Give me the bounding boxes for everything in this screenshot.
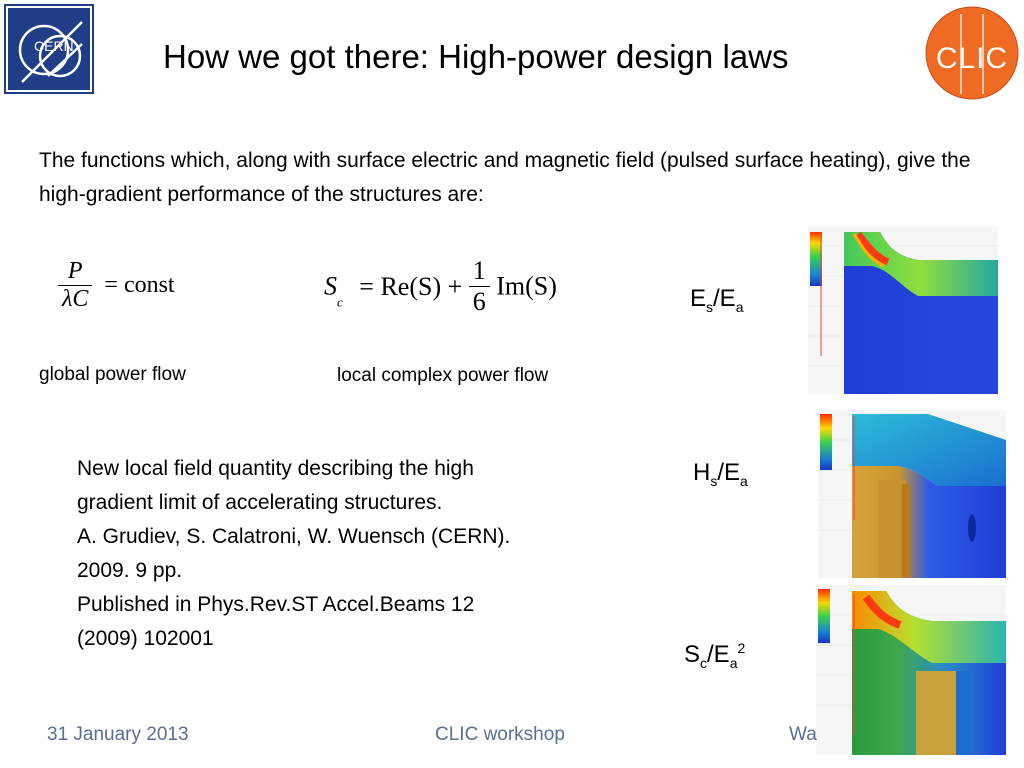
eq2-lhs-sub: c <box>337 294 343 310</box>
eq2-part2: Im(S) <box>496 271 557 301</box>
intro-text: The functions which, along with surface … <box>39 149 971 206</box>
ratio-text: /E <box>717 459 741 486</box>
ratio-text: /E <box>707 641 730 668</box>
simulation-image-es <box>808 226 998 394</box>
ratio-text: S <box>684 641 701 668</box>
ratio-hs-ea: Hs/Ea <box>693 459 748 489</box>
clic-logo-text: CLIC <box>936 42 1008 75</box>
ratio-text: E <box>690 285 707 312</box>
footer-event: CLIC workshop <box>435 724 565 745</box>
eq1-denominator: λC <box>58 285 93 313</box>
clic-logo-icon: CLIC <box>925 6 1019 100</box>
simulation-image-sc <box>816 585 1006 755</box>
reference-line: A. Grudiev, S. Calatroni, W. Wuensch (CE… <box>77 525 511 548</box>
ratio-sub: c <box>700 654 708 671</box>
cern-logo-text: CERN <box>34 38 74 54</box>
label-local-complex-power-flow: local complex power flow <box>337 365 549 386</box>
eq2-part1: = Re(S) + <box>359 271 463 301</box>
eq2-frac-den: 6 <box>468 286 490 317</box>
label-global-power-flow: global power flow <box>39 364 186 385</box>
eq1-numerator: P <box>67 258 83 284</box>
ratio-sub: a <box>735 298 744 315</box>
eq2-lhs: S <box>324 271 337 301</box>
ratio-es-ea: Es/Ea <box>690 285 744 315</box>
ratio-text: /E <box>713 285 736 312</box>
reference-line: Published in Phys.Rev.ST Accel.Beams 12 <box>77 593 475 616</box>
ratio-sub: a <box>729 654 738 671</box>
cern-logo-icon: CERN <box>4 4 94 94</box>
reference-block: New local field quantity describing the … <box>77 452 607 656</box>
clic-logo: CLIC <box>925 6 1019 100</box>
ratio-sub: s <box>710 472 718 489</box>
simulation-image-hs <box>818 410 1006 578</box>
ratio-sub: s <box>706 298 714 315</box>
reference-line: (2009) 102001 <box>77 627 214 650</box>
eq1-rhs: = const <box>104 272 175 298</box>
ratio-sup: 2 <box>737 640 746 656</box>
eq2-frac-num: 1 <box>472 256 486 285</box>
ratio-sub: a <box>740 472 748 489</box>
fraction: P λC <box>58 258 93 313</box>
slide-title: How we got there: High-power design laws <box>163 38 789 75</box>
reference-line: gradient limit of accelerating structure… <box>77 491 443 514</box>
ratio-sc-ea2: Sc/Ea2 <box>684 640 745 671</box>
reference-line: 2009. 9 pp. <box>77 559 183 582</box>
ratio-text: H <box>693 459 711 486</box>
equation-global-power: P λC = const <box>58 258 175 313</box>
equation-local-power: Sc = Re(S) + 1 6 Im(S) <box>324 256 557 317</box>
eq2-fraction: 1 6 <box>468 256 490 317</box>
footer-date: 31 January 2013 <box>47 724 189 745</box>
cern-logo: CERN <box>4 4 94 94</box>
reference-line: New local field quantity describing the … <box>77 457 474 480</box>
footer-author: Wa <box>789 724 817 745</box>
